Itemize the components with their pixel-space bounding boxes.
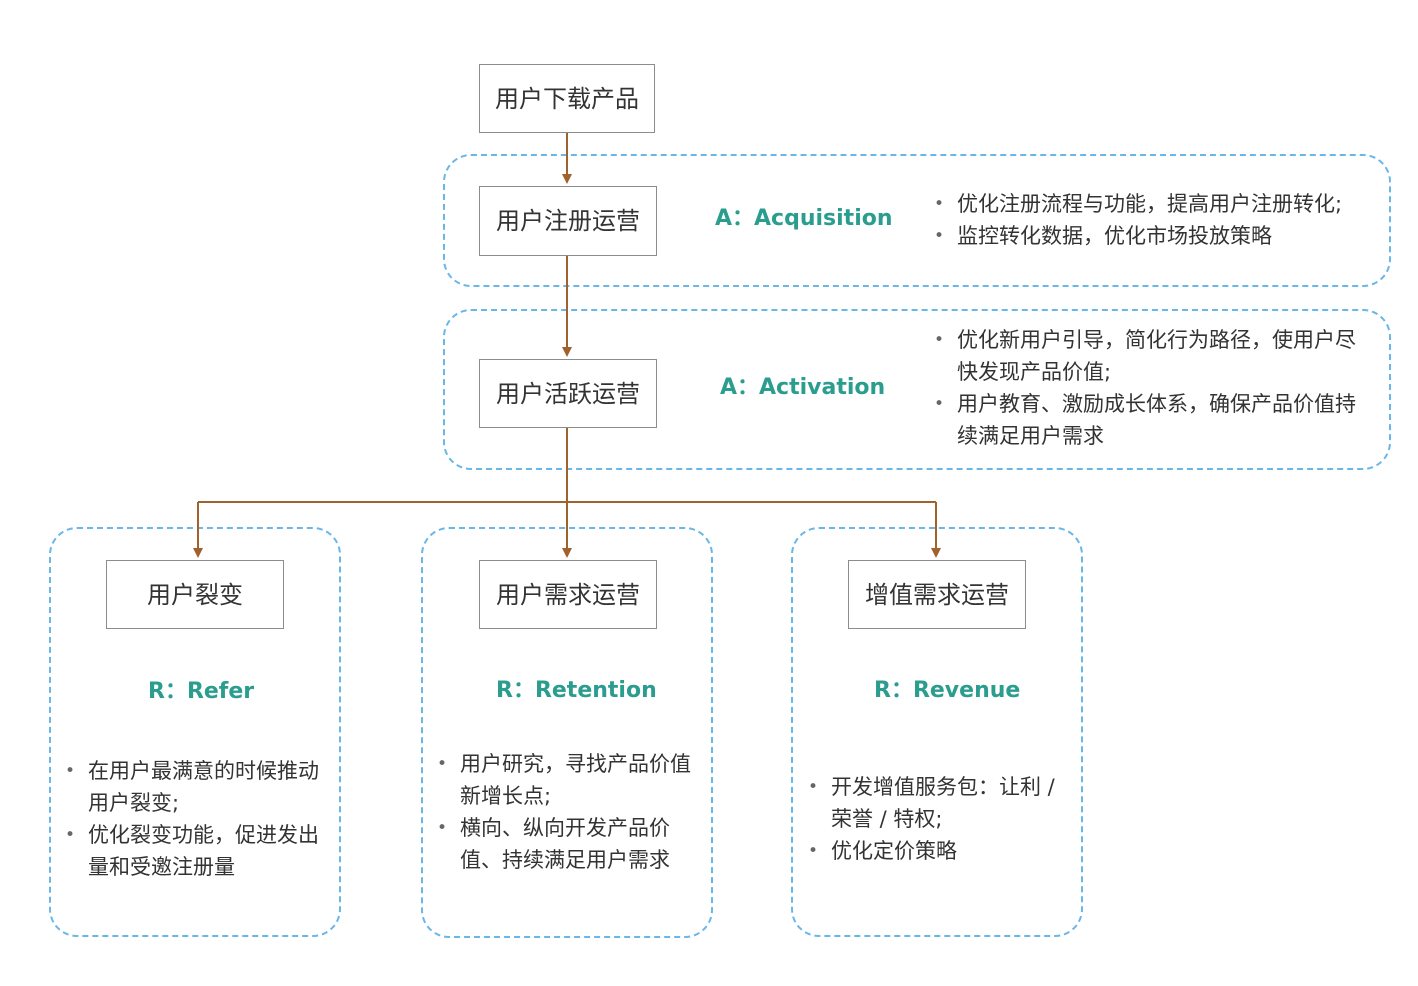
acquisition-bullet-2: 监控转化数据，优化市场投放策略 — [933, 220, 1388, 252]
node-fission: 用户裂变 — [106, 560, 284, 629]
activation-bullet-1: 优化新用户引导，简化行为路径，使用户尽快发现产品价值; — [933, 324, 1369, 388]
node-active: 用户活跃运营 — [479, 359, 657, 428]
stage-label-refer: R：Refer — [148, 679, 255, 704]
stage-label-activation: A：Activation — [720, 375, 886, 400]
stage-label-retention: R：Retention — [496, 678, 657, 703]
revenue-group — [791, 527, 1083, 937]
node-register: 用户注册运营 — [479, 186, 657, 256]
retention-bullet-2: 横向、纵向开发产品价值、持续满足用户需求 — [436, 812, 694, 876]
activation-bullets: 优化新用户引导，简化行为路径，使用户尽快发现产品价值; 用户教育、激励成长体系，… — [933, 324, 1369, 452]
refer-bullets: 在用户最满意的时候推动用户裂变; 优化裂变功能，促进发出量和受邀注册量 — [64, 755, 322, 883]
revenue-bullet-1: 开发增值服务包：让利 / 荣誉 / 特权; — [807, 771, 1065, 835]
refer-bullet-2: 优化裂变功能，促进发出量和受邀注册量 — [64, 819, 322, 883]
refer-bullet-1: 在用户最满意的时候推动用户裂变; — [64, 755, 322, 819]
retention-bullets: 用户研究，寻找产品价值新增长点; 横向、纵向开发产品价值、持续满足用户需求 — [436, 748, 694, 876]
activation-group — [443, 309, 1391, 470]
acquisition-group — [443, 154, 1391, 287]
activation-bullet-2: 用户教育、激励成长体系，确保产品价值持续满足用户需求 — [933, 388, 1369, 452]
node-value-added: 增值需求运营 — [848, 560, 1026, 629]
revenue-bullet-2: 优化定价策略 — [807, 835, 1065, 867]
revenue-bullets: 开发增值服务包：让利 / 荣誉 / 特权; 优化定价策略 — [807, 771, 1065, 867]
acquisition-bullet-1: 优化注册流程与功能，提高用户注册转化; — [933, 188, 1388, 220]
node-demand: 用户需求运营 — [479, 560, 657, 629]
retention-bullet-1: 用户研究，寻找产品价值新增长点; — [436, 748, 694, 812]
stage-label-acquisition: A：Acquisition — [715, 206, 893, 231]
acquisition-bullets: 优化注册流程与功能，提高用户注册转化; 监控转化数据，优化市场投放策略 — [933, 188, 1388, 252]
stage-label-revenue: R：Revenue — [874, 678, 1021, 703]
node-download: 用户下载产品 — [479, 64, 655, 133]
refer-group — [49, 527, 341, 937]
